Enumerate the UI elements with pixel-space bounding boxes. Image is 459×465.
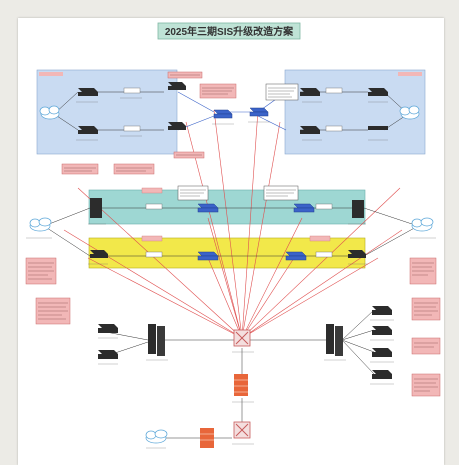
title-box	[157, 22, 301, 40]
white-note-text-strokes	[180, 87, 296, 197]
red-note-box	[113, 163, 155, 175]
cloud-icons	[29, 105, 434, 444]
router-icon	[368, 126, 388, 130]
switch-icon	[197, 203, 219, 213]
red-note-box	[61, 163, 99, 175]
red-note-box	[411, 373, 441, 397]
cloud-icon	[399, 105, 420, 120]
router-icon	[98, 324, 118, 333]
router-icon	[372, 306, 392, 315]
cloud-icon	[29, 217, 52, 232]
cloud-icon	[145, 429, 168, 444]
router-icon	[78, 88, 98, 96]
white-note-boxes	[177, 83, 299, 201]
cloud-icon	[411, 217, 434, 232]
zone-tag-right	[398, 72, 422, 76]
router-icon	[368, 88, 388, 96]
note-text-strokes	[28, 74, 438, 392]
server-icon	[90, 198, 102, 218]
router-icon	[168, 82, 186, 90]
switch-icon	[249, 107, 269, 117]
router-icon	[348, 250, 366, 258]
router-icon	[372, 348, 392, 357]
router-icon	[98, 350, 118, 359]
server-rack-icon	[326, 324, 343, 356]
zone-cyan-tag	[141, 187, 163, 194]
core-router-icon	[233, 329, 251, 347]
router-icon	[90, 250, 108, 258]
network-diagram: 2025年三期SIS升级改造方案	[25, 22, 441, 449]
zone-top-left	[36, 69, 178, 155]
router-icon	[168, 122, 186, 130]
diagram-title: 2025年三期SIS升级改造方案	[165, 25, 294, 38]
red-note-box	[411, 337, 441, 355]
switch-icon	[285, 251, 307, 261]
switch-icon	[293, 203, 315, 213]
device-icons	[78, 82, 392, 379]
switch-icon	[197, 251, 219, 261]
router-icon	[372, 326, 392, 335]
white-note-box	[265, 83, 299, 101]
router-icon	[78, 126, 98, 134]
diagram-canvas: 2025年三期SIS升级改造方案	[18, 18, 444, 465]
server-rack-icons	[148, 324, 343, 356]
link-label-boxes	[123, 87, 343, 258]
zone-tag-left	[39, 72, 63, 76]
server-icon	[352, 200, 364, 218]
cloud-icon	[39, 105, 60, 120]
switch-icons	[197, 107, 315, 261]
router-icon	[372, 370, 392, 379]
zone-yellow-tag-left	[141, 235, 163, 242]
red-note-box	[411, 297, 441, 321]
device-label-strokes	[26, 97, 436, 449]
firewall-icon	[200, 428, 214, 448]
router-bottom-icon	[233, 421, 251, 439]
router-icon	[300, 88, 320, 96]
router-icon	[300, 126, 320, 134]
switch-icon	[213, 109, 233, 119]
zone-yellow-tag-right	[309, 235, 331, 242]
server-rack-icon	[148, 324, 165, 356]
firewall-icon	[234, 374, 248, 396]
